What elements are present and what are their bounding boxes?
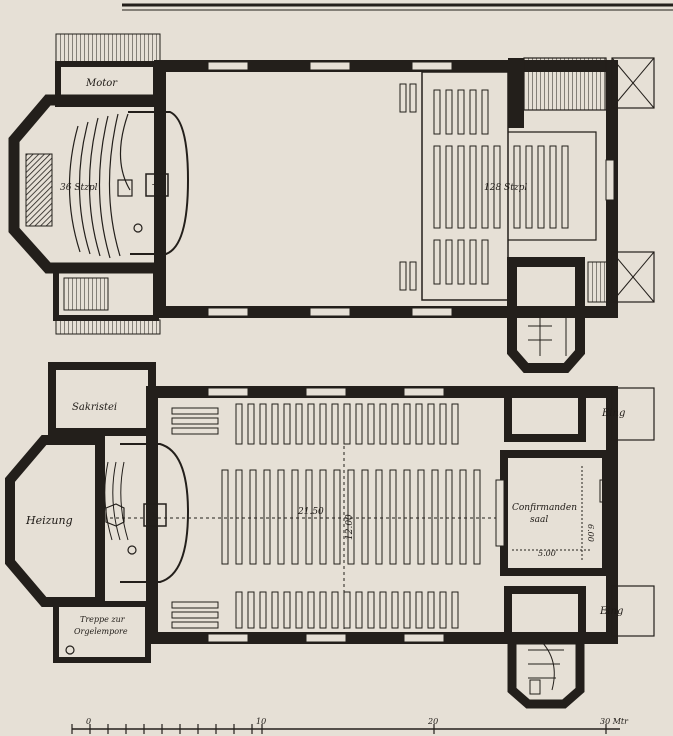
- organ-stair-label-2: Orgelempore: [74, 627, 128, 636]
- upper-font: [133, 223, 143, 233]
- upper-ne-tower-walls: [508, 58, 524, 128]
- upper-sw-stair-room: [53, 267, 159, 321]
- upper-sw-roof: [55, 319, 161, 335]
- lower-side-benches: [171, 407, 219, 629]
- lower-altar: [143, 503, 167, 527]
- motor-room-roof: [55, 33, 161, 63]
- motor-label: Motor: [85, 78, 118, 89]
- scale-label-30: 30 Mtr: [600, 717, 629, 726]
- entrance-top-porch: [611, 387, 655, 441]
- entrance-bottom-label: Eing: [599, 606, 623, 617]
- dim-width-label: 12.00: [345, 514, 355, 540]
- upper-ne-stair: [523, 57, 607, 111]
- lower-pews-top: [235, 403, 459, 445]
- organ-stair-newel: [65, 645, 75, 655]
- motor-room: [55, 61, 159, 107]
- choir-seats-label: 36 Stzpl: [60, 183, 98, 193]
- heating-label: Heizung: [25, 514, 73, 527]
- upper-se-spiral-stair: [528, 309, 567, 356]
- upper-floor-plan: Motor † 36 Stzpl: [8, 33, 655, 373]
- organ-stair-room: [53, 601, 151, 663]
- dimension-lines: [110, 404, 590, 630]
- lower-se-door: [529, 679, 541, 695]
- upper-ne-canopy: [611, 57, 655, 109]
- lower-stage-wall: [120, 443, 190, 583]
- dim-hall-width-label: 5.00: [538, 549, 556, 558]
- entrance-top-vestibule: [504, 388, 586, 442]
- confirmands-label-1: Confirmanden: [512, 503, 577, 513]
- lower-pews-bottom: [235, 591, 459, 629]
- upper-apse-walls: [8, 94, 166, 274]
- upper-altar: [145, 173, 169, 197]
- scale-label-0: 0: [86, 717, 91, 726]
- dim-hall-depth-label: 6.00: [586, 524, 595, 542]
- sacristy-label: Sakristei: [72, 402, 117, 413]
- lower-se-stair-tower: [507, 635, 585, 709]
- confirmands-label-2: saal: [530, 515, 548, 525]
- gallery-pews-left: [399, 83, 501, 291]
- upper-pulpit: [117, 179, 133, 197]
- upper-se-stair: [587, 261, 613, 303]
- lower-se-spiral-stair: [528, 639, 564, 691]
- organ-stair-label-1: Treppe zur: [80, 615, 126, 624]
- scale-label-10: 10: [256, 717, 266, 726]
- page-frame: [122, 3, 673, 11]
- scale-bar: [71, 724, 620, 734]
- entrance-top-label: Eing: [601, 408, 625, 419]
- upper-se-stair-tower: [507, 257, 585, 373]
- lower-nave-walls: [146, 386, 618, 644]
- lower-font: [127, 545, 137, 555]
- upper-sw-stair: [63, 277, 109, 311]
- confirmands-hall-divider: [495, 479, 505, 547]
- lower-altar-cross: †: [150, 510, 156, 523]
- choir-seating: [68, 113, 131, 259]
- lower-stage-steps: [104, 461, 129, 541]
- upper-stage-wall: [128, 111, 190, 255]
- dim-length-label: 21.50: [297, 507, 324, 517]
- lower-pews-middle: [221, 469, 481, 565]
- scale-label-20: 20: [427, 717, 438, 726]
- sacristy-room: [48, 362, 156, 436]
- lower-windows: [207, 387, 445, 643]
- gallery-balustrade: [421, 71, 509, 301]
- entrance-bottom-porch: [611, 585, 655, 637]
- upper-altar-hatch: [25, 153, 53, 227]
- lower-floor-plan: Sakristei Heizung † Treppe zur Orgelempo…: [5, 362, 655, 709]
- entrance-bottom-vestibule: [504, 586, 586, 642]
- upper-altar-cross: †: [152, 180, 158, 193]
- confirmands-stove: [599, 479, 611, 503]
- lower-pulpit: [105, 503, 125, 527]
- gallery-rail: [508, 131, 597, 241]
- gallery-pews-right: [513, 145, 569, 229]
- upper-windows: [207, 61, 615, 317]
- gallery-seats-label: 128 Stzpl: [484, 183, 527, 193]
